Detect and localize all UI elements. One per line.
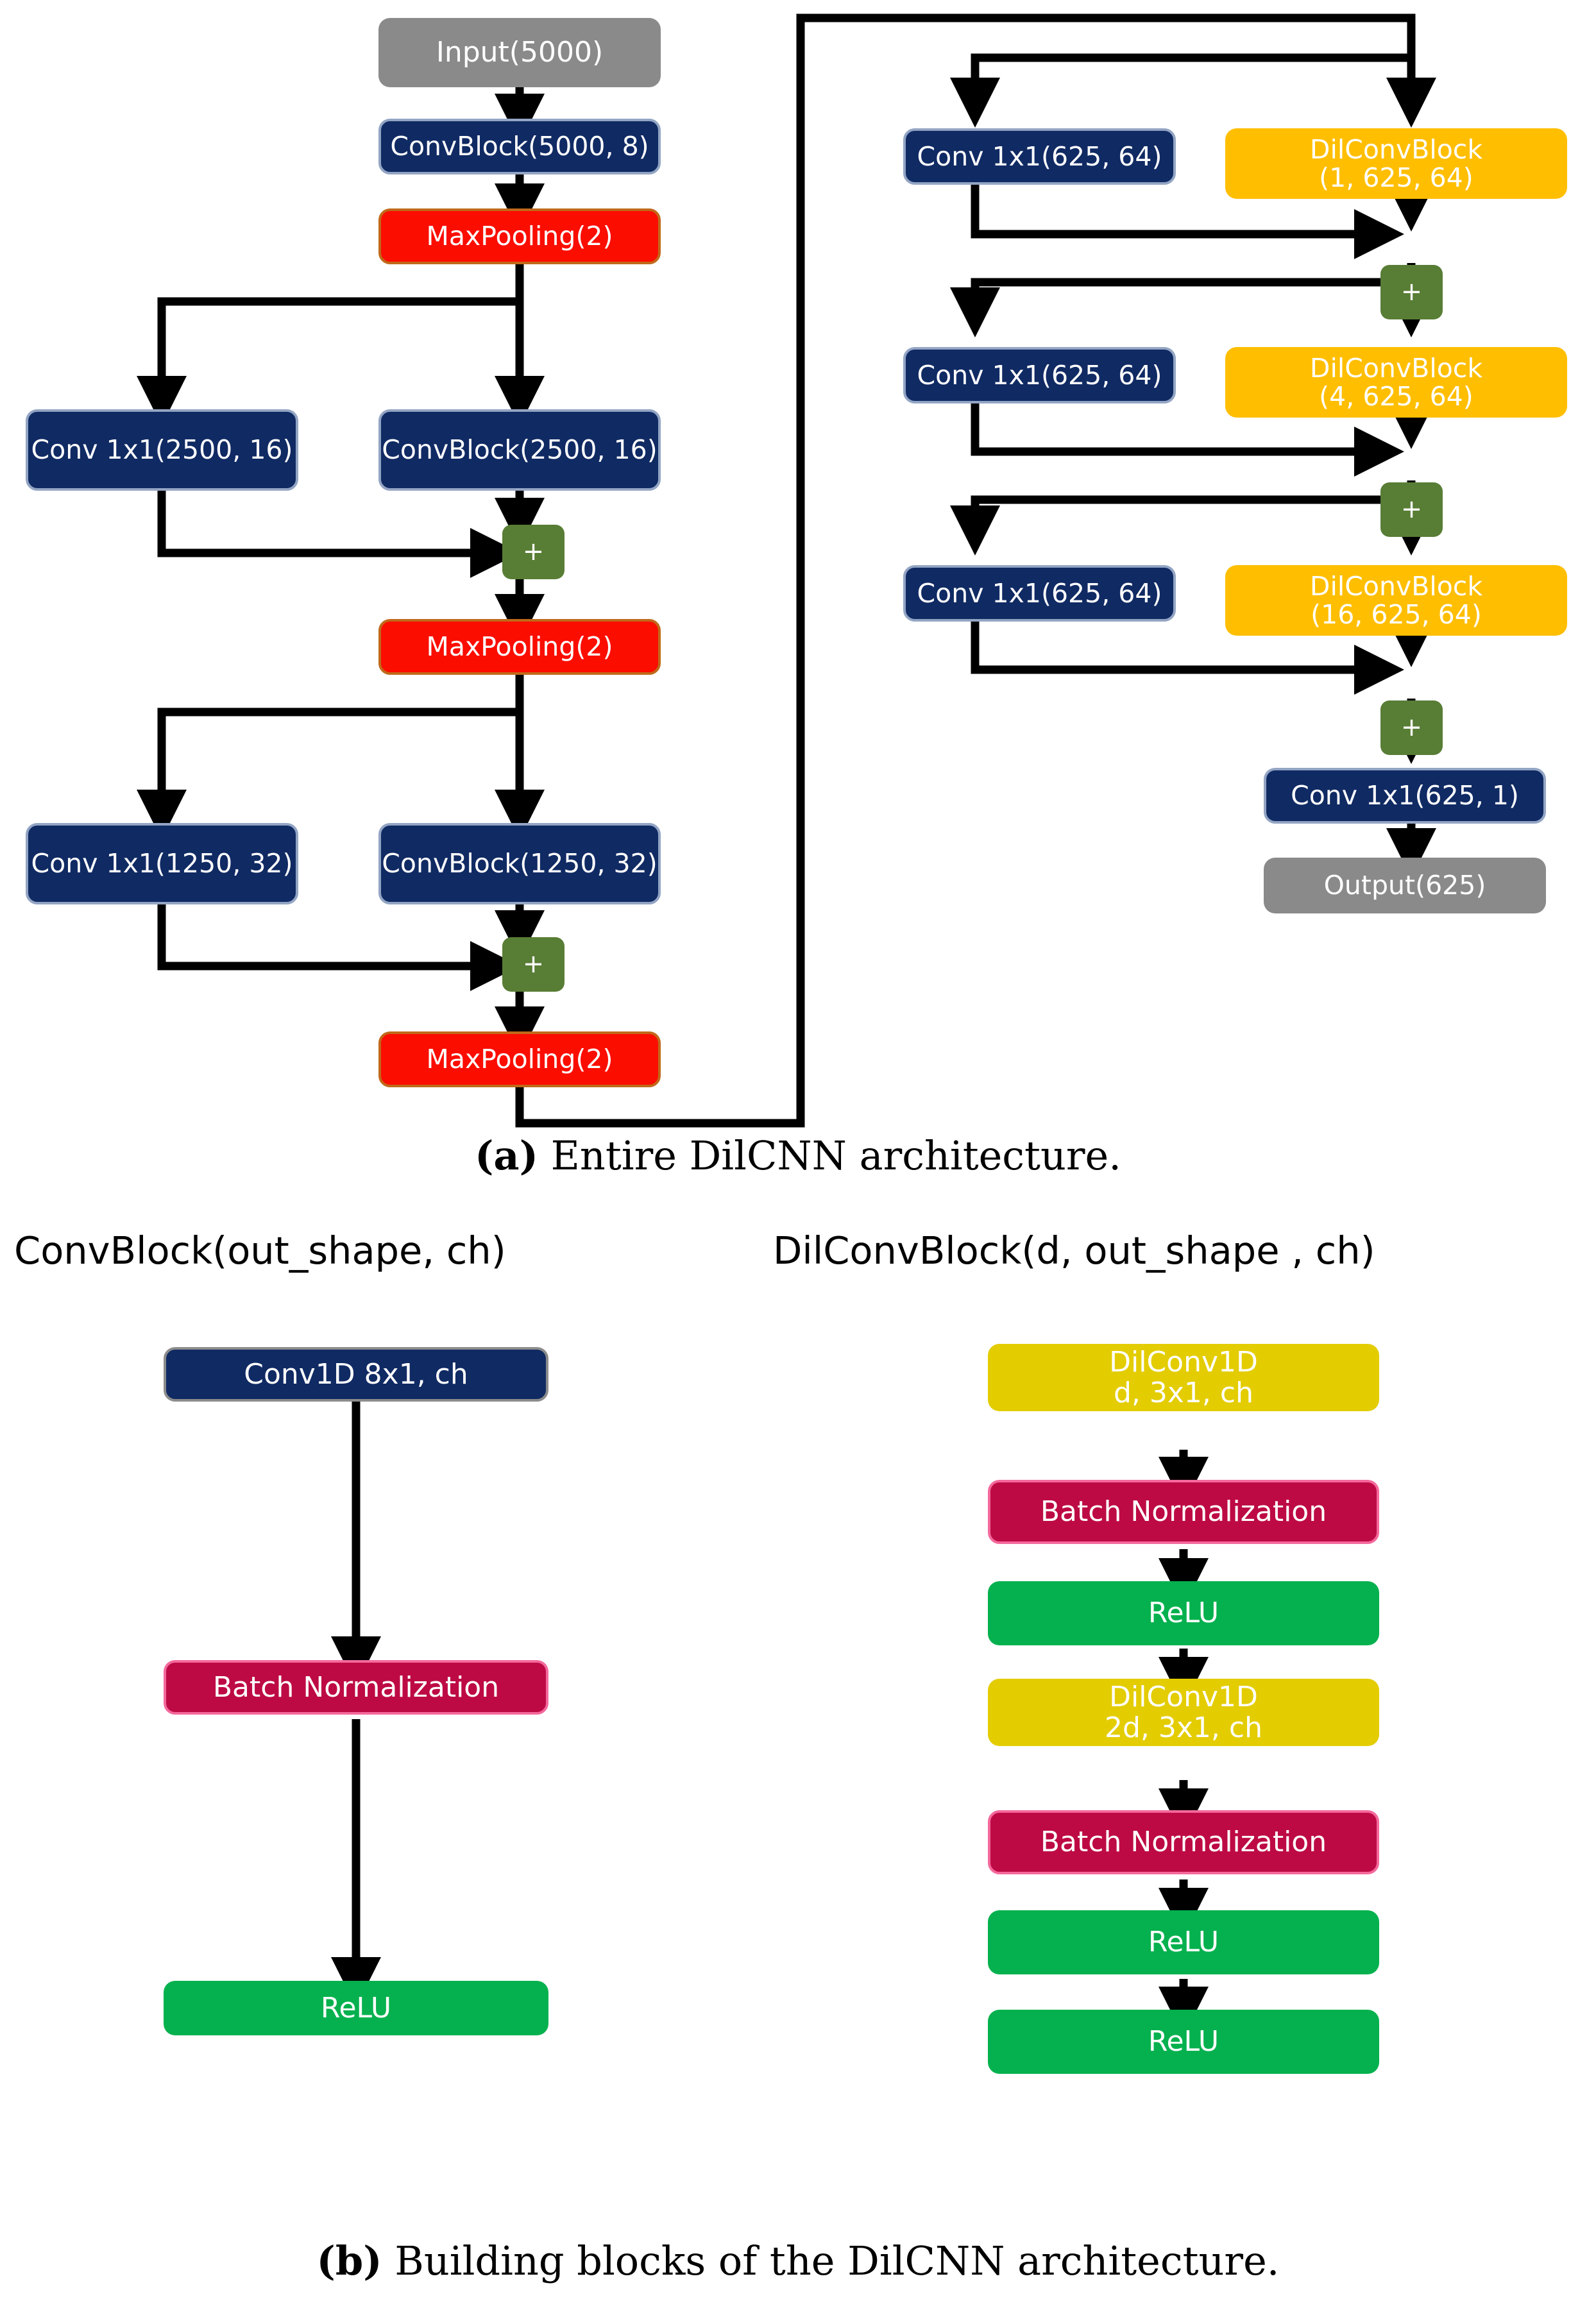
- node-add-2[interactable]: +: [502, 937, 565, 992]
- caption-b-text: Building blocks of the DilCNN architectu…: [382, 2237, 1280, 2284]
- block-conv1d-8x1[interactable]: Conv1D 8x1, ch: [164, 1347, 548, 1402]
- block-batch-normalization-right-1[interactable]: Batch Normalization: [988, 1480, 1379, 1544]
- arrow-maxpool2-to-skipconv2: [137, 708, 520, 840]
- arrow-skipconv1-to-add1: [157, 491, 520, 578]
- arrow-maxpool1-to-skipconv1: [137, 297, 520, 426]
- arrow-skipconv2-to-add2: [157, 904, 520, 991]
- node-dilconvblock-2[interactable]: DilConvBlock (4, 625, 64): [1225, 347, 1567, 418]
- node-skip-conv-1250-32[interactable]: Conv 1x1(1250, 32): [26, 823, 298, 904]
- convblock-title: ConvBlock(out_shape, ch): [14, 1228, 506, 1273]
- caption-b: (b) Building blocks of the DilCNN archit…: [0, 2237, 1596, 2284]
- block-dilconv1d-2d[interactable]: DilConv1D 2d, 3x1, ch: [988, 1679, 1379, 1746]
- block-relu-right-1[interactable]: ReLU: [988, 1581, 1379, 1645]
- caption-a-text: Entire DilCNN architecture.: [538, 1132, 1121, 1179]
- arrow-add4-to-skipconv5: [950, 495, 1411, 556]
- node-add-5[interactable]: +: [1380, 700, 1443, 755]
- node-convblock-5000-8[interactable]: ConvBlock(5000, 8): [378, 119, 661, 174]
- node-dilconvblock-1[interactable]: DilConvBlock (1, 625, 64): [1225, 128, 1567, 199]
- node-dilconvblock-3[interactable]: DilConvBlock (16, 625, 64): [1225, 565, 1567, 636]
- node-convblock-1250-32[interactable]: ConvBlock(1250, 32): [378, 823, 661, 904]
- node-maxpooling-3[interactable]: MaxPooling(2): [378, 1031, 661, 1087]
- arrow-add3-to-skipconv4: [950, 278, 1411, 337]
- block-relu-right-2[interactable]: ReLU: [988, 1910, 1379, 1974]
- node-skip-conv-2500-16[interactable]: Conv 1x1(2500, 16): [26, 409, 298, 491]
- node-final-conv-625-1[interactable]: Conv 1x1(625, 1): [1264, 768, 1546, 824]
- caption-a-label: (a): [475, 1132, 538, 1179]
- node-add-1[interactable]: +: [502, 525, 565, 579]
- block-batch-normalization-left[interactable]: Batch Normalization: [164, 1660, 548, 1715]
- caption-a: (a) Entire DilCNN architecture.: [0, 1132, 1596, 1179]
- node-add-3[interactable]: +: [1380, 265, 1443, 319]
- node-convblock-2500-16[interactable]: ConvBlock(2500, 16): [378, 409, 661, 491]
- arrow-bridge-to-skipconv3: [950, 53, 1411, 128]
- block-relu-left[interactable]: ReLU: [164, 1981, 548, 2035]
- block-batch-normalization-right-2[interactable]: Batch Normalization: [988, 1810, 1379, 1874]
- node-skip-conv-625-64-b[interactable]: Conv 1x1(625, 64): [903, 347, 1176, 403]
- node-output[interactable]: Output(625): [1264, 858, 1546, 913]
- block-dilconv1d-d[interactable]: DilConv1D d, 3x1, ch: [988, 1344, 1379, 1411]
- node-skip-conv-625-64-c[interactable]: Conv 1x1(625, 64): [903, 565, 1176, 622]
- dilconvblock-title: DilConvBlock(d, out_shape , ch): [773, 1228, 1375, 1273]
- node-skip-conv-625-64-a[interactable]: Conv 1x1(625, 64): [903, 128, 1176, 185]
- node-maxpooling-2[interactable]: MaxPooling(2): [378, 619, 661, 675]
- caption-b-label: (b): [316, 2237, 382, 2284]
- node-maxpooling-1[interactable]: MaxPooling(2): [378, 208, 661, 264]
- node-input[interactable]: Input(5000): [378, 18, 661, 87]
- node-add-4[interactable]: +: [1380, 482, 1443, 537]
- block-relu-right-3[interactable]: ReLU: [988, 2010, 1379, 2074]
